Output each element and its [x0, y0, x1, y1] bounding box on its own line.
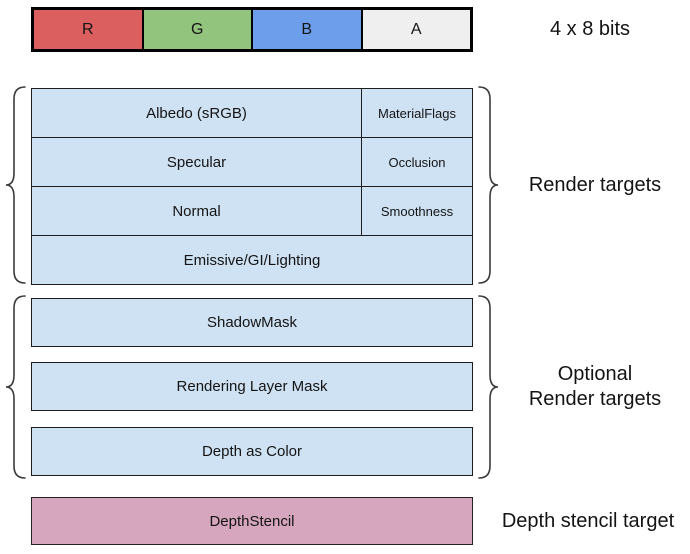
brace-right-optional-targets	[476, 294, 500, 480]
channel-label-r: R	[81, 20, 94, 38]
optional-render-targets-label: Optional Render targets	[500, 294, 690, 480]
channel-label-a: A	[410, 20, 422, 38]
table-row: Normal Smoothness	[32, 187, 472, 236]
optional-label-line1: Optional	[557, 363, 633, 385]
channel-label-g: G	[191, 20, 204, 38]
cell-albedo: Albedo (sRGB)	[32, 89, 362, 137]
bits-label: 4 x 8 bits	[549, 18, 631, 40]
channel-label-b: B	[301, 20, 313, 38]
channel-cell-r: R	[34, 10, 144, 49]
table-row: Emissive/GI/Lighting	[32, 236, 472, 284]
cell-depthstencil: DepthStencil	[31, 497, 473, 545]
brace-right-render-targets	[476, 85, 500, 285]
cell-depth-as-color: Depth as Color	[31, 427, 473, 476]
cell-materialflags: MaterialFlags	[362, 89, 472, 137]
cell-smoothness: Smoothness	[362, 187, 472, 235]
brace-left-render-targets	[4, 85, 28, 285]
cell-occlusion: Occlusion	[362, 138, 472, 186]
table-row: Specular Occlusion	[32, 138, 472, 187]
render-targets-table: Albedo (sRGB) MaterialFlags Specular Occ…	[31, 88, 473, 285]
depth-stencil-label: Depth stencil target	[501, 509, 675, 532]
cell-normal: Normal	[32, 187, 362, 235]
brace-left-optional-targets	[4, 294, 28, 480]
channel-cell-g: G	[143, 10, 253, 49]
optional-label-line2: Render targets	[528, 388, 662, 410]
cell-shadowmask: ShadowMask	[31, 298, 473, 347]
cell-emissive: Emissive/GI/Lighting	[32, 236, 472, 284]
cell-specular: Specular	[32, 138, 362, 186]
render-targets-label: Render targets	[528, 173, 662, 196]
table-row: Albedo (sRGB) MaterialFlags	[32, 89, 472, 138]
channel-cell-b: B	[253, 10, 363, 49]
rgba-channel-strip: R G B A	[31, 7, 473, 52]
cell-rendering-layer-mask: Rendering Layer Mask	[31, 362, 473, 411]
channel-cell-a: A	[362, 10, 470, 49]
